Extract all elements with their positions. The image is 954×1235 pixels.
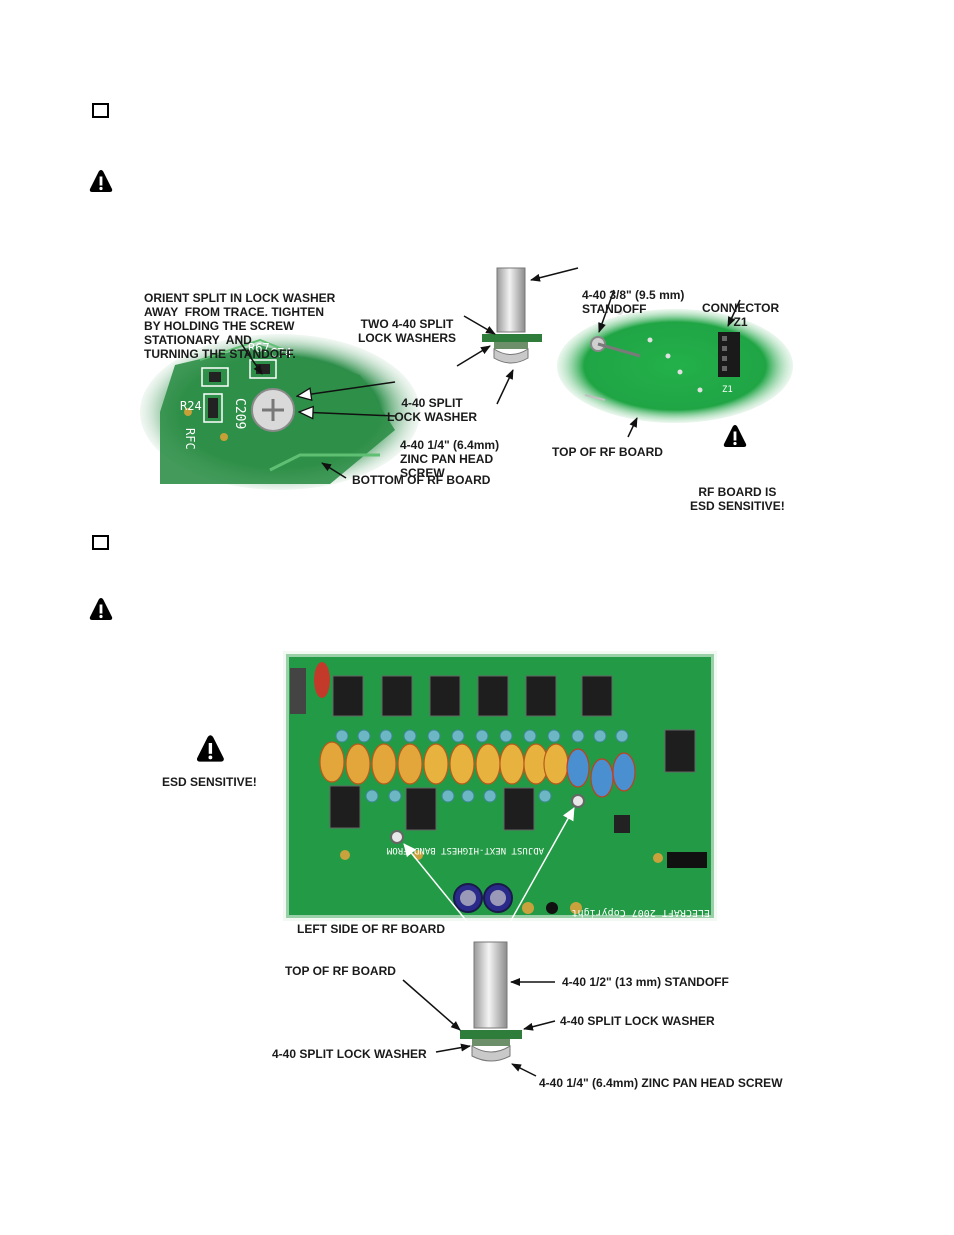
figure2-callout-arrows xyxy=(402,807,575,1077)
standoff-assembly-drawing xyxy=(460,941,522,1062)
step-checkbox-1[interactable] xyxy=(92,103,109,118)
callout-top-rf-board: TOP OF RF BOARD xyxy=(552,445,663,459)
silk-z1: Z1 xyxy=(722,385,733,395)
silk-r67: R67 xyxy=(248,341,270,355)
callout-left-side-rf-board: LEFT SIDE OF RF BOARD xyxy=(297,922,445,936)
silk-rfc: RFC xyxy=(183,428,197,450)
silk-r24: R24 xyxy=(180,399,202,413)
esd-sensitive-label: ESD SENSITIVE! xyxy=(162,775,257,789)
silk-c209: C209 xyxy=(232,398,247,429)
callout-bottom-rf-board: BOTTOM OF RF BOARD xyxy=(352,473,491,487)
callout-lock-washer-right: 4-40 SPLIT LOCK WASHER xyxy=(560,1014,715,1028)
warning-icon xyxy=(196,735,224,762)
bottom-rf-board-photo: R67 C74 R24 C209 RFC xyxy=(140,334,420,490)
callout-pan-head-screw: 4-40 1/4" (6.4mm) ZINC PAN HEAD SCREW xyxy=(539,1076,783,1090)
callout-lock-washer-left: 4-40 SPLIT LOCK WASHER xyxy=(272,1047,427,1061)
figure2-graphics: ADJUST NEXT-HIGHEST BAND FROM ELECRAFT 2… xyxy=(196,651,717,1077)
top-rf-board-photo: Z1 xyxy=(557,309,793,423)
figure-standoff-installation: R67 C74 R24 C209 RFC Z1 xyxy=(0,0,954,520)
standoff-assembly-drawing xyxy=(482,267,542,364)
warning-icon xyxy=(89,169,113,193)
callout-standoff-1-2: 4-40 1/2" (13 mm) STANDOFF xyxy=(562,975,729,989)
warning-icon xyxy=(89,597,113,621)
silk-adjust-band: ADJUST NEXT-HIGHEST BAND FROM xyxy=(386,845,544,855)
silk-c74: C74 xyxy=(270,346,292,360)
figure-left-side-standoff: ADJUST NEXT-HIGHEST BAND FROM ELECRAFT 2… xyxy=(0,640,954,1100)
rf-board-photo: ADJUST NEXT-HIGHEST BAND FROM ELECRAFT 2… xyxy=(283,651,717,921)
figure1-callout-arrows xyxy=(235,267,741,479)
figure1-graphics: R67 C74 R24 C209 RFC Z1 xyxy=(140,267,793,490)
silk-copyright: ELECRAFT 2007 Copyright xyxy=(572,907,710,918)
callout-standoff-3-8: 4-40 3/8" (9.5 mm)STANDOFF xyxy=(582,288,685,316)
warning-icon xyxy=(723,425,747,447)
step-checkbox-2[interactable] xyxy=(92,535,109,550)
callout-top-rf-board: TOP OF RF BOARD xyxy=(285,964,396,978)
